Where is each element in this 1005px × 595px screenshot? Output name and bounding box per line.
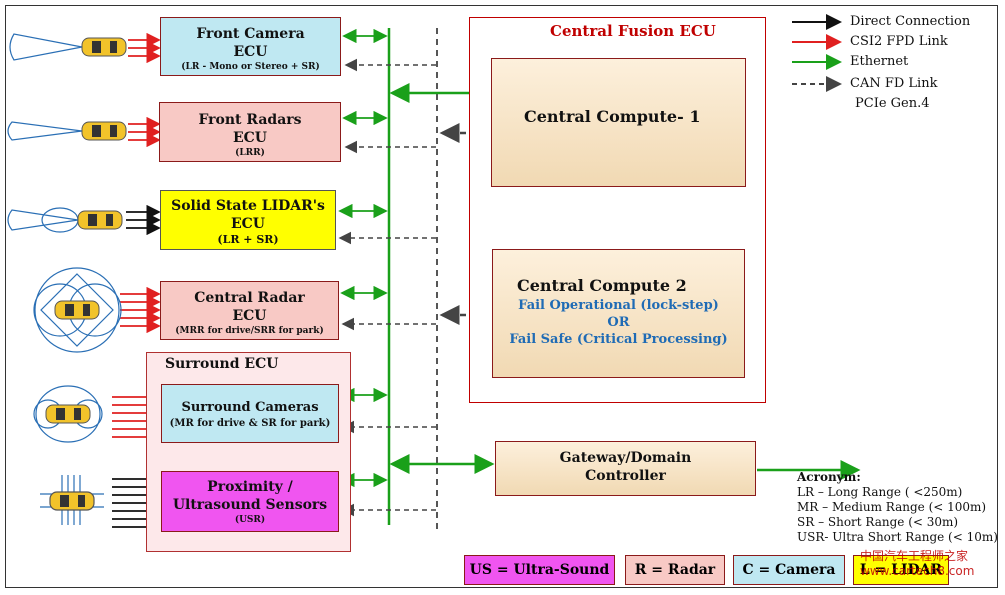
central-radar-vehicle-icon <box>33 267 122 353</box>
surround-camera-vehicle-icon <box>33 385 103 443</box>
acronym-sr: SR – Short Range (< 30m) <box>797 515 959 529</box>
surround-cameras-title: Surround Cameras <box>181 400 319 415</box>
legend-arrows <box>792 14 842 92</box>
watermark: 中国汽车工程师之家 www.cartech8.com <box>860 549 975 578</box>
front-camera-title: Front Camera <box>196 26 305 42</box>
legend-ethernet: Ethernet <box>850 54 909 69</box>
key-lidar: L = LIDAR <box>853 555 949 585</box>
legend-csi2: CSI2 FPD Link <box>850 34 948 49</box>
central-compute-1: Central Compute- 1 <box>491 58 746 187</box>
compute1-title: Central Compute- 1 <box>524 107 701 126</box>
canfd-links <box>338 58 436 517</box>
acronym-mr: MR – Medium Range (< 100m) <box>797 500 987 514</box>
proximity-sensors-box: Proximity / Ultrasound Sensors (USR) <box>161 471 339 532</box>
legend-direct: Direct Connection <box>850 14 971 29</box>
central-fusion-title: Central Fusion ECU <box>550 22 716 40</box>
diagram-frame <box>5 5 998 588</box>
surround-ecu-title: Surround ECU <box>165 356 279 372</box>
legend-pcie: PCIe Gen.4 <box>855 96 930 111</box>
front-radars-detail: (LRR) <box>235 148 265 158</box>
acronym-lr: LR – Long Range ( <250m) <box>797 485 963 499</box>
central-radar-detail: (MRR for drive/SRR for park) <box>175 326 324 336</box>
front-camera-subtitle: ECU <box>233 44 268 60</box>
front-radar-vehicle-icon <box>7 121 127 141</box>
front-radars-title: Front Radars <box>198 112 302 128</box>
key-radar: R = Radar <box>625 555 725 585</box>
lidar-title: Solid State LIDAR's <box>171 198 325 214</box>
compute2-title: Central Compute 2 <box>517 276 687 295</box>
front-camera-ecu: Front Camera ECU (LR - Mono or Stereo + … <box>160 17 341 76</box>
acronym-title: Acronym: <box>797 470 861 484</box>
legend-canfd: CAN FD Link <box>850 76 938 91</box>
gateway-line-1: Gateway/Domain <box>559 450 692 466</box>
proximity-title-2: Ultrasound Sensors <box>172 497 328 513</box>
front-radars-ecu: Front Radars ECU (LRR) <box>159 102 341 162</box>
central-radar-subtitle: ECU <box>232 308 267 324</box>
compute2-line-1: Fail Operational (lock-step) <box>518 298 719 313</box>
proximity-detail: (USR) <box>234 515 266 525</box>
surround-cameras-box: Surround Cameras (MR for drive & SR for … <box>161 384 339 443</box>
gateway-line-2: Controller <box>585 468 666 484</box>
compute2-line-3: Fail Safe (Critical Processing) <box>509 332 728 347</box>
central-compute-2: Central Compute 2 Fail Operational (lock… <box>492 249 745 378</box>
lidar-detail: (LR + SR) <box>217 233 279 246</box>
front-camera-vehicle-icon <box>9 33 127 61</box>
acronym-usr: USR- Ultra Short Range (< 10m) <box>797 530 998 544</box>
front-camera-detail: (LR - Mono or Stereo + SR) <box>181 62 320 72</box>
surround-cameras-detail: (MR for drive & SR for park) <box>169 418 331 429</box>
key-ultrasound: US = Ultra-Sound <box>464 555 615 585</box>
lidar-vehicle-icon <box>7 207 123 233</box>
central-radar-title: Central Radar <box>194 290 305 306</box>
key-camera: C = Camera <box>733 555 845 585</box>
gateway-controller: Gateway/Domain Controller <box>495 441 756 496</box>
lidar-ecu: Solid State LIDAR's ECU (LR + SR) <box>160 190 336 250</box>
proximity-title-1: Proximity / <box>207 479 293 495</box>
ultrasound-vehicle-icon <box>40 475 104 525</box>
central-radar-ecu: Central Radar ECU (MRR for drive/SRR for… <box>160 281 339 340</box>
front-radars-subtitle: ECU <box>232 130 268 146</box>
lidar-subtitle: ECU <box>230 216 266 232</box>
ethernet-links <box>338 28 861 488</box>
compute2-line-2: OR <box>607 315 630 330</box>
